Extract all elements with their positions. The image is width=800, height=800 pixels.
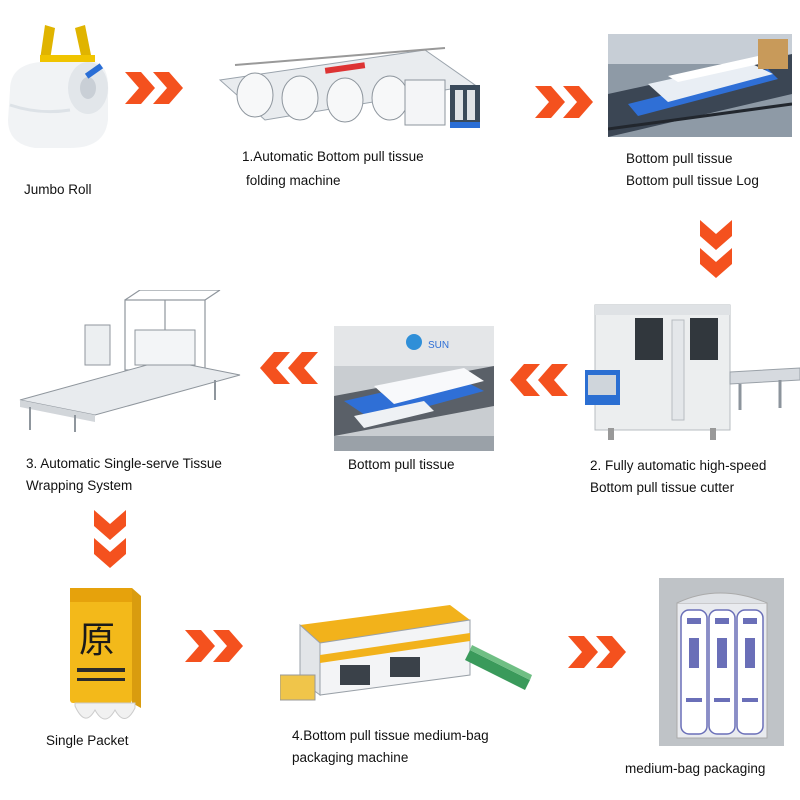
cutter-node: 2. Fully automatic high-speed Bottom pul… [580,300,800,500]
chevron-down-icon [700,220,732,278]
wrapping-system-label-line2: Wrapping System [26,478,133,493]
folding-machine-image [215,40,500,140]
medium-bag-node: medium-bag packaging [615,578,800,778]
logo-text: SUN [428,340,449,351]
single-packet-node: 原 Single Packet [40,578,170,758]
wrapping-system-node: 3. Automatic Single-serve Tissue Wrappin… [15,290,275,495]
bag-packaging-machine-image [280,595,540,710]
chevron-right-icon [125,72,185,104]
chevron-left-icon [508,364,568,396]
bottom-pull-tissue-image: SUN [334,326,494,451]
single-packet-label: Single Packet [46,733,129,748]
bottom-pull-tissue-node: SUN Bottom pull tissue [334,326,494,476]
bag-packaging-machine-node: 4.Bottom pull tissue medium-bag packagin… [280,595,540,775]
cutter-label-line1: 2. Fully automatic high-speed [590,458,767,473]
tissue-log-label-line1: Bottom pull tissue [626,151,733,166]
folding-machine-label-line2: folding machine [246,173,341,188]
jumbo-roll-node: Jumbo Roll [0,20,120,197]
bag-packaging-machine-label-line2: packaging machine [292,750,409,765]
wrapping-system-image [15,290,245,435]
folding-machine-label-line1: 1.Automatic Bottom pull tissue [242,149,424,164]
chevron-left-icon [258,352,318,384]
single-packet-image: 原 [65,578,145,728]
pack-char: 原 [79,620,115,661]
cutter-image [580,300,800,445]
bottom-pull-tissue-label: Bottom pull tissue [348,457,455,472]
jumbo-roll-image [0,20,120,150]
tissue-log-image [608,34,792,137]
chevron-right-icon [185,630,245,662]
tissue-log-label-line2: Bottom pull tissue Log [626,173,759,188]
medium-bag-image [659,578,784,746]
tissue-log-node: Bottom pull tissue Bottom pull tissue Lo… [608,34,800,194]
chevron-right-icon [568,636,628,668]
wrapping-system-label-line1: 3. Automatic Single-serve Tissue [26,456,222,471]
jumbo-roll-label: Jumbo Roll [24,182,92,197]
folding-machine-node: 1.Automatic Bottom pull tissue folding m… [215,40,500,200]
medium-bag-label: medium-bag packaging [625,761,766,776]
bag-packaging-machine-label-line1: 4.Bottom pull tissue medium-bag [292,728,489,743]
chevron-right-icon [535,86,595,118]
cutter-label-line2: Bottom pull tissue cutter [590,480,735,495]
chevron-down-icon [94,510,126,568]
